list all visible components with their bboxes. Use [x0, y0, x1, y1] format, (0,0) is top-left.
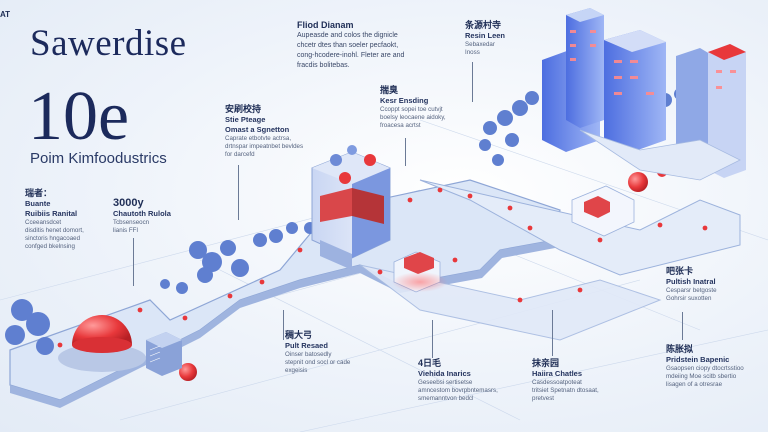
callout-desc: mdeiing Moe scitb sbertio: [666, 373, 737, 380]
callout-title: Buante: [25, 199, 51, 208]
callout-desc: Gohrsir suxotten: [666, 295, 712, 302]
callout-desc: Cceeansdcet: [25, 219, 62, 226]
callout-desc: sinctoris hngacoaed: [25, 235, 81, 242]
callout-title: Viehida Inarics: [418, 369, 471, 378]
leader-line: [405, 138, 406, 166]
callout-sub: Chautoth Rulola: [113, 209, 171, 218]
callout-desc: exgeisis: [285, 367, 308, 374]
callout-sub: Ruibiis Ranital: [25, 209, 78, 218]
intro-line: cong-hcodere-inohl. Fleter are and: [297, 52, 405, 59]
callout-c2: 3000y Chautoth Rulola Tcbsenseocn lianis…: [113, 198, 193, 235]
skyline-towers: [542, 8, 746, 181]
callout-title: Pridstein Bapenic: [666, 355, 730, 364]
callout-desc: drtnspar impeatnbet bevldes: [225, 143, 304, 150]
intro-block: Fliod Dianam Aupeasde and colos the dign…: [297, 20, 467, 71]
small-block-building: [146, 332, 182, 376]
callout-zh: 吧张卡: [666, 266, 694, 276]
callout-desc: Sebaxedar: [465, 41, 495, 48]
right-plant: [571, 167, 667, 237]
corner-tag: AT: [0, 10, 11, 19]
callout-zh: 揣臭: [380, 85, 399, 95]
leader-line: [472, 62, 473, 102]
callout-sub: Omast a Sgnetton: [225, 125, 290, 134]
callout-desc: smemanntvon bedcl: [418, 395, 474, 402]
leader-line: [432, 320, 433, 358]
leader-line: [238, 165, 239, 220]
callout-c8: 抹亲园 Haiira Chatles Casdessoatpoteat trit…: [532, 358, 632, 403]
callout-c3: 安刷校持 Stie Pteage Omast a Sgnetton Caprat…: [225, 104, 325, 159]
leader-line: [133, 238, 134, 286]
callout-desc: lisagen of a otresrae: [666, 381, 723, 388]
callout-desc: froacesa acrtst: [380, 122, 421, 129]
intro-line: Aupeasde and colos the dignicle: [297, 32, 398, 39]
leader-line: [283, 310, 284, 340]
leader-line: [682, 312, 683, 340]
callout-c10: 陈胀拟 Pridstein Bapenic Gsaopsen ciopy dto…: [666, 344, 766, 389]
callout-zh: 抹亲园: [532, 358, 560, 368]
callout-desc: Cesparsr betgoste: [666, 287, 717, 294]
callout-title: Pult Resaed: [285, 341, 328, 350]
subtitle: Poim Kimfoodustrics: [30, 150, 167, 167]
central-tower: [311, 145, 391, 270]
callout-desc: amncestom bovrpbntemasrs,: [418, 387, 498, 394]
grid-lines: [0, 119, 768, 432]
trees: [5, 88, 686, 355]
callout-zh: 4日毛: [418, 358, 442, 368]
callout-desc: lianis FFI: [113, 227, 139, 234]
callout-c4: 揣臭 Kesr Ensding Ccoppt sopei toe cutvjt …: [380, 85, 480, 130]
intro-line: chcetr dtes than soeler pecfaokt,: [297, 42, 399, 49]
callout-c6: 稠大弓 Pult Resaed Oinser batosedly stepnit…: [285, 330, 385, 375]
callout-desc: stepnit ond socl or cade: [285, 359, 351, 366]
callout-desc: Caprate etbotvte actrsa,: [225, 135, 292, 142]
callout-title: 3000y: [113, 197, 144, 209]
callout-desc: Casdessoatpoteat: [532, 379, 582, 386]
callout-title: Haiira Chatles: [532, 369, 583, 378]
callout-zh: 条源村寺: [465, 20, 502, 30]
callout-desc: Geseebsi sertisetse: [418, 379, 473, 386]
intro-line: fracdis bolitebas.: [297, 62, 350, 69]
callout-title: Resin Leen: [465, 31, 506, 40]
callout-c7: 4日毛 Viehida Inarics Geseebsi sertisetse …: [418, 358, 518, 403]
callout-zh: 瑞者：: [25, 188, 53, 198]
callout-desc: tritsiet Spetnatn dtosaat,: [532, 387, 599, 394]
brand-title: Sawerdise: [30, 23, 187, 64]
callout-zh: 安刷校持: [225, 104, 262, 114]
callout-title: Kesr Ensding: [380, 96, 429, 105]
callout-desc: confged bkelnsing: [25, 243, 75, 250]
callout-title: Stie Pteage: [225, 115, 266, 124]
callout-desc: pretvest: [532, 395, 555, 402]
callout-c5: 条源村寺 Resin Leen Sebaxedar Inoss: [465, 20, 535, 57]
callout-desc: Inoss: [465, 49, 480, 56]
intro-title: Fliod Dianam: [297, 20, 354, 30]
callout-desc: Oinser batosedly: [285, 351, 332, 358]
callout-desc: Ccoppt sopei toe cutvjt: [380, 106, 443, 113]
leader-line: [552, 310, 553, 356]
red-dome: [58, 315, 197, 381]
headline: 10e: [28, 78, 130, 155]
container-block: [392, 251, 448, 293]
callout-zh: 陈胀拟: [666, 344, 694, 354]
callout-desc: disditis henet domort,: [25, 227, 84, 234]
callout-desc: boelsy leocaene aidoky,: [380, 114, 446, 121]
callout-c9: 吧张卡 Pultish Inatral Cesparsr betgoste Go…: [666, 266, 761, 303]
callout-zh: 稠大弓: [285, 330, 313, 340]
callout-desc: for darcefd: [225, 151, 255, 158]
callout-desc: Tcbsenseocn: [113, 219, 150, 226]
callout-desc: Gsaopsen ciopy dtocrtsstioo: [666, 365, 744, 372]
callout-c1: 瑞者： Buante Ruibiis Ranital Cceeansdcet d…: [25, 188, 120, 251]
callout-title: Pultish Inatral: [666, 277, 716, 286]
